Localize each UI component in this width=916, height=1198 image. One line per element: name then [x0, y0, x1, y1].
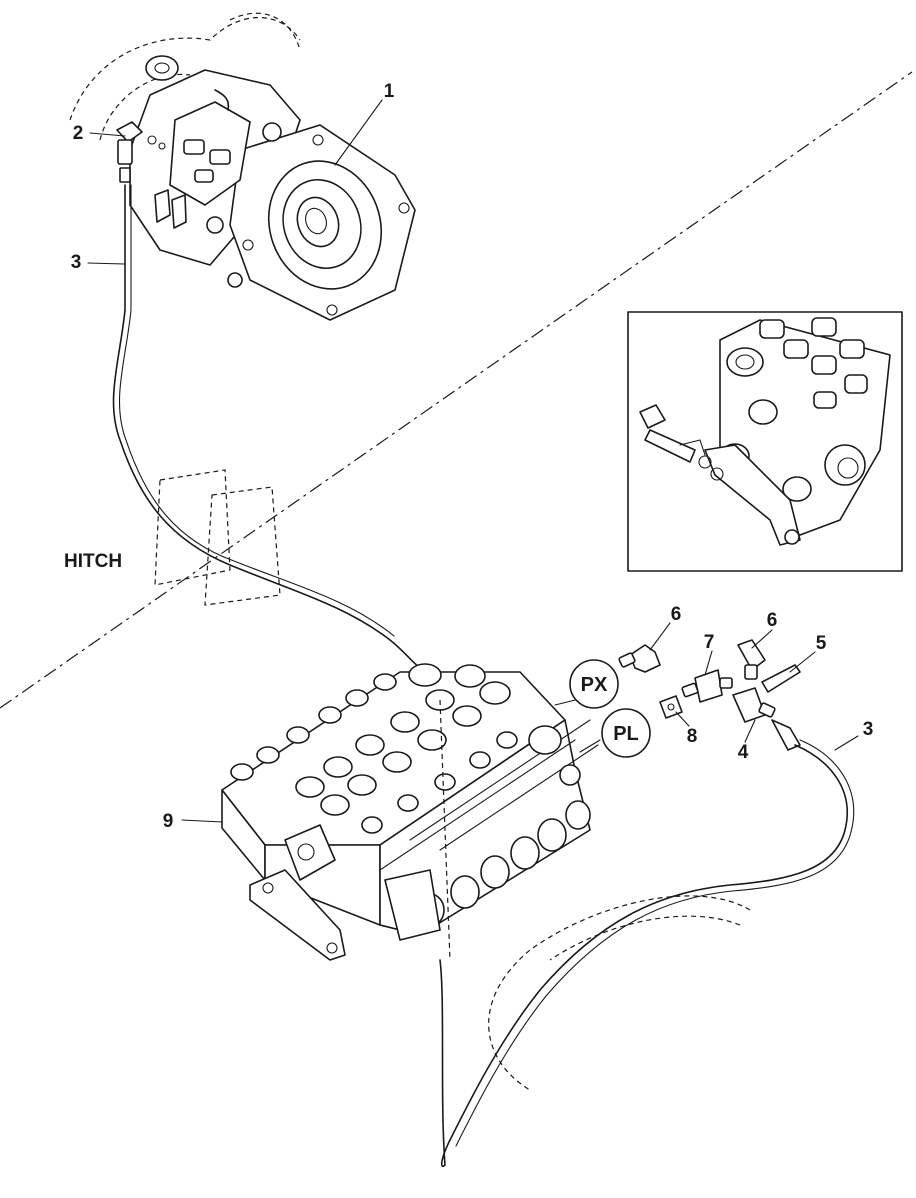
- hose-pump-to-valve: [112, 184, 421, 669]
- callout-9: 9: [163, 811, 174, 832]
- section-divider-line: [0, 71, 913, 709]
- callout-1: 1: [384, 81, 395, 102]
- hose-dashed-return: [488, 895, 751, 1091]
- control-valve-assembly: [221, 663, 599, 961]
- callout-6-right: 6: [767, 610, 778, 631]
- callout-2: 2: [73, 123, 84, 144]
- port-px-label: PX: [581, 674, 608, 696]
- callout-5: 5: [816, 633, 827, 654]
- hitch-label: HITCH: [64, 551, 122, 572]
- inset-detail-box: [627, 311, 903, 572]
- pump-assembly: [69, 12, 416, 321]
- pilot-fittings: [618, 639, 801, 751]
- callout-6-left: 6: [671, 604, 682, 625]
- callout-3-pump-hose: 3: [71, 252, 82, 273]
- port-pl-bubble: PL: [601, 708, 651, 758]
- port-px-bubble: PX: [569, 659, 619, 709]
- callout-7: 7: [704, 632, 715, 653]
- elbow-fitting: [116, 121, 166, 183]
- hose-fitting-loop: [439, 744, 848, 1167]
- callout-3-valve-hose: 3: [863, 719, 874, 740]
- port-pl-label: PL: [613, 723, 639, 745]
- callout-4: 4: [738, 742, 749, 763]
- hitch-outline: [154, 469, 281, 606]
- callout-8: 8: [687, 726, 698, 747]
